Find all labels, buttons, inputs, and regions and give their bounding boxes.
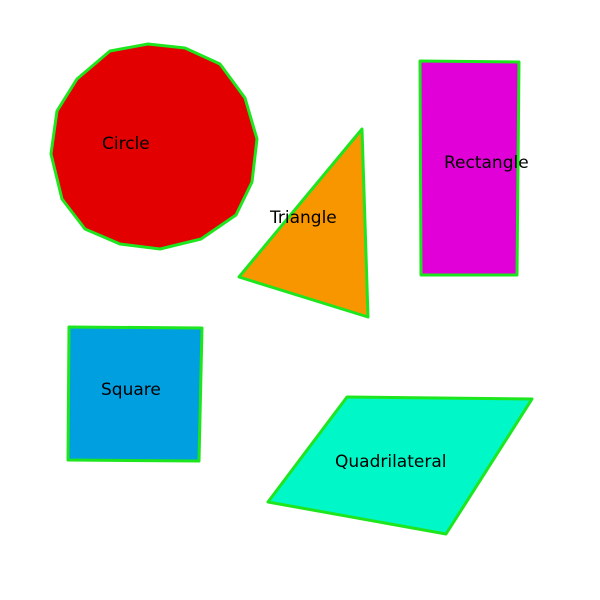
triangle-label: Triangle bbox=[269, 208, 337, 228]
circle-label: Circle bbox=[102, 134, 150, 154]
square-shape bbox=[66, 325, 204, 463]
rectangle-label: Rectangle bbox=[444, 153, 529, 173]
triangle-shape bbox=[237, 127, 370, 319]
circle-shape bbox=[49, 42, 259, 251]
quadrilateral-shape bbox=[266, 395, 534, 536]
quadrilateral-label: Quadrilateral bbox=[335, 452, 446, 472]
square-label: Square bbox=[101, 380, 161, 400]
rectangle-shape bbox=[418, 59, 521, 277]
